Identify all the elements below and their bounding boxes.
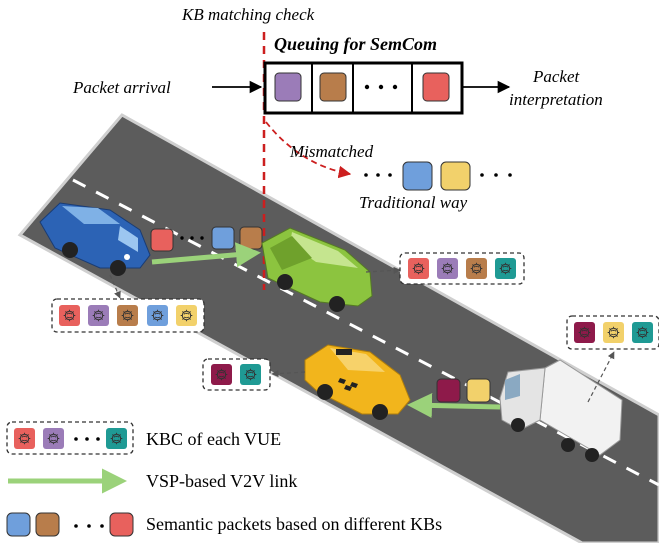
legend: KBC of each VUE VSP-based V2V link Seman…	[6, 421, 442, 537]
truck-kbc	[566, 315, 659, 350]
legend-link-label: VSP-based V2V link	[146, 471, 297, 491]
green-van-icon	[261, 227, 373, 312]
legend-packets-label: Semantic packets based on different KBs	[146, 514, 442, 534]
queue-packet-purple	[274, 72, 302, 102]
kb-check-label: KB matching check	[181, 5, 315, 24]
semcom-queue	[263, 61, 464, 115]
mismatched-arrow	[265, 121, 352, 179]
packet-arrival-label: Packet arrival	[72, 78, 171, 97]
queue-title: Queuing for SemCom	[274, 34, 437, 54]
traditional-label: Traditional way	[359, 193, 468, 212]
taxi-kbc	[202, 358, 271, 391]
packet-interp-label-1: Packet	[532, 67, 581, 86]
legend-kbc-box	[6, 421, 134, 455]
van-kbc	[399, 252, 525, 285]
blue-car-icon	[39, 202, 151, 276]
white-truck-icon	[499, 359, 623, 462]
blue-car-kbc	[51, 298, 205, 333]
mismatched-label: Mismatched	[289, 142, 374, 161]
traditional-packets	[364, 161, 512, 191]
blue-car-packets	[150, 226, 263, 252]
v2v-link-2	[407, 392, 501, 418]
truck-packets	[436, 378, 491, 403]
queue-packet-red	[422, 72, 450, 102]
v2v-link-1	[151, 242, 261, 268]
legend-kbc-label: KBC of each VUE	[146, 429, 281, 449]
taxi-icon	[304, 344, 411, 420]
queue-packet-brown	[319, 72, 347, 102]
packet-interp-label-2: interpretation	[509, 90, 603, 109]
